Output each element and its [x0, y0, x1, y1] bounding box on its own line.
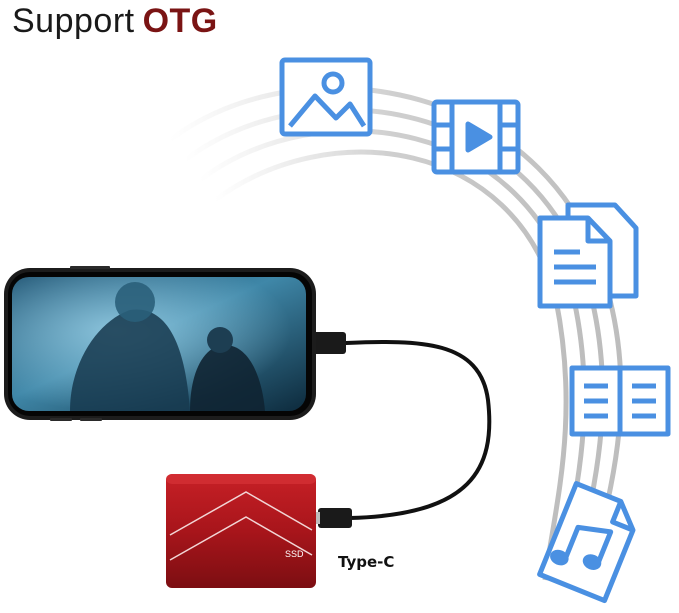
- title-accent: OTG: [142, 2, 218, 40]
- ebook-icon: [569, 365, 671, 437]
- otg-cable: [344, 340, 492, 520]
- portable-ssd-drive: [166, 474, 316, 588]
- title-lead: Support: [12, 2, 135, 40]
- document-file-icon: [537, 202, 639, 309]
- video-file-icon: [431, 99, 521, 175]
- ssd-drive-label: SSD: [285, 549, 304, 559]
- drive-connector: [311, 508, 352, 528]
- connector-type-label: Type-C: [338, 553, 395, 571]
- smartphone: [4, 266, 316, 421]
- image-file-icon: [279, 57, 373, 137]
- music-file-icon: [537, 481, 636, 604]
